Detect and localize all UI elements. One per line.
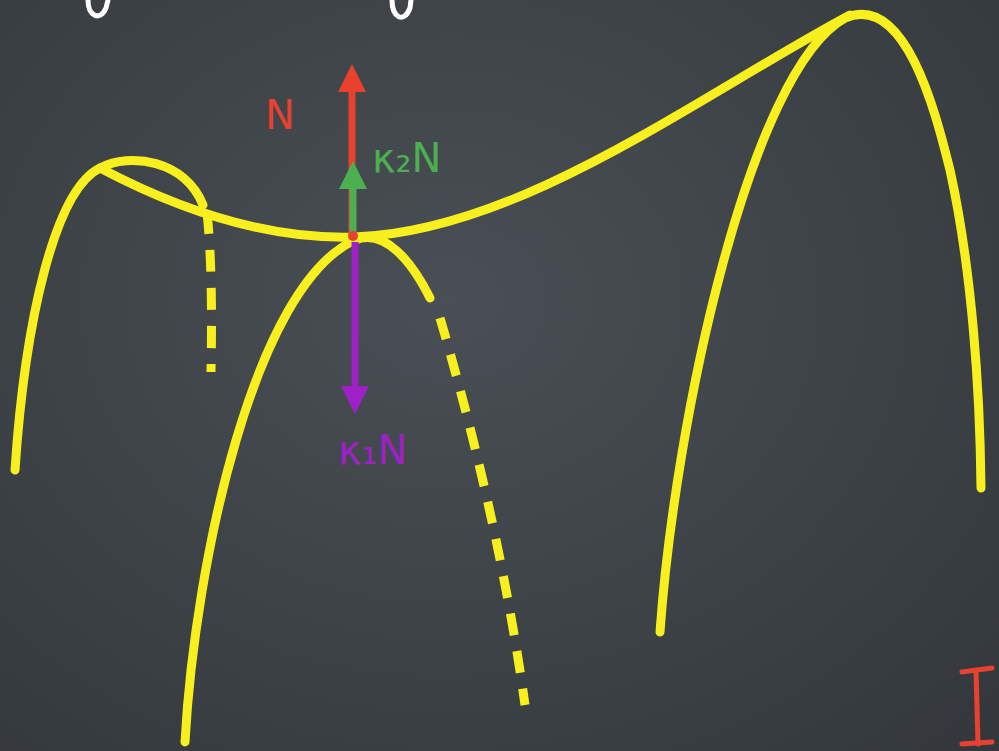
- curvature-vector: [352, 242, 359, 400]
- vector-label: κ₂N: [372, 138, 442, 178]
- saddle-surface: [15, 14, 981, 742]
- normal-vector: [349, 78, 356, 234]
- curvature-vector: [350, 175, 357, 234]
- hidden-edge: [207, 212, 525, 705]
- vector-label: κ₁N: [338, 430, 408, 470]
- vector-label: N: [265, 95, 295, 135]
- chalk-fragment: [962, 668, 992, 744]
- chalk-fragment: [88, 0, 108, 16]
- saddle-point: [348, 231, 358, 241]
- chalk-fragment: [392, 0, 411, 17]
